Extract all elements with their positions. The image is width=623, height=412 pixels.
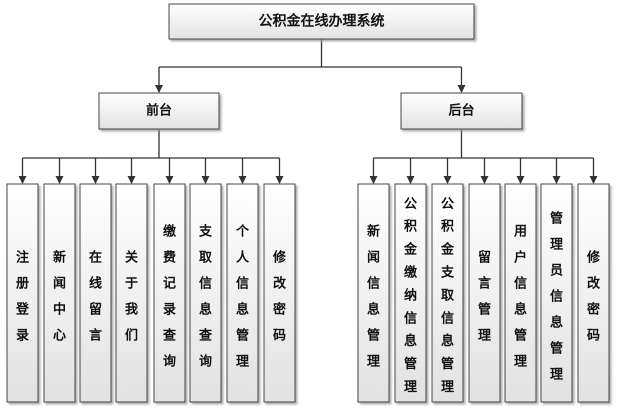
branch-box-0 [98, 92, 220, 130]
item-label-0-5: 支取信息查询 [198, 223, 213, 369]
item-box-1-3 [468, 183, 501, 403]
item-box-0-6 [226, 183, 259, 403]
item-label-0-4: 缴费记录查询 [162, 223, 177, 369]
item-label-1-0: 新闻信息管理 [367, 223, 380, 369]
item-box-1-4 [504, 183, 537, 403]
item-label-0-1: 新闻中心 [53, 249, 66, 343]
item-box-0-1 [43, 183, 76, 403]
item-box-0-7 [263, 183, 296, 403]
root-box [168, 3, 475, 40]
item-box-1-1 [394, 183, 427, 403]
item-box-0-4 [153, 183, 186, 403]
item-box-1-6 [577, 183, 610, 403]
item-label-0-3: 关于我们 [125, 249, 138, 343]
item-box-1-2 [431, 183, 464, 403]
item-label-0-6: 个人信息管理 [235, 223, 250, 369]
item-box-1-5 [540, 183, 573, 403]
item-label-1-5: 管理员信息管理 [550, 210, 563, 382]
item-box-1-0 [357, 183, 390, 403]
branch-box-1 [400, 92, 523, 130]
item-label-1-4: 用户信息管理 [513, 224, 527, 369]
branch-label-0: 前台 [146, 103, 172, 119]
branch-label-1: 后台 [448, 103, 474, 119]
item-label-1-3: 留言管理 [478, 249, 491, 343]
connectors [18, 39, 598, 184]
item-label-0-0: 注册登录 [15, 249, 30, 343]
item-label-0-7: 修改密码 [272, 249, 287, 343]
item-label-1-2: 公积金支取信息管理 [440, 197, 455, 395]
item-label-1-1: 公积金缴纳信息管理 [403, 197, 418, 395]
item-label-1-6: 修改密码 [586, 249, 601, 343]
item-box-0-3 [115, 183, 148, 403]
root-label: 公积金在线办理系统 [259, 13, 385, 30]
item-box-0-2 [79, 183, 112, 403]
item-box-0-0 [6, 183, 39, 403]
item-label-0-2: 在线留言 [89, 249, 102, 343]
item-box-0-5 [189, 183, 222, 403]
